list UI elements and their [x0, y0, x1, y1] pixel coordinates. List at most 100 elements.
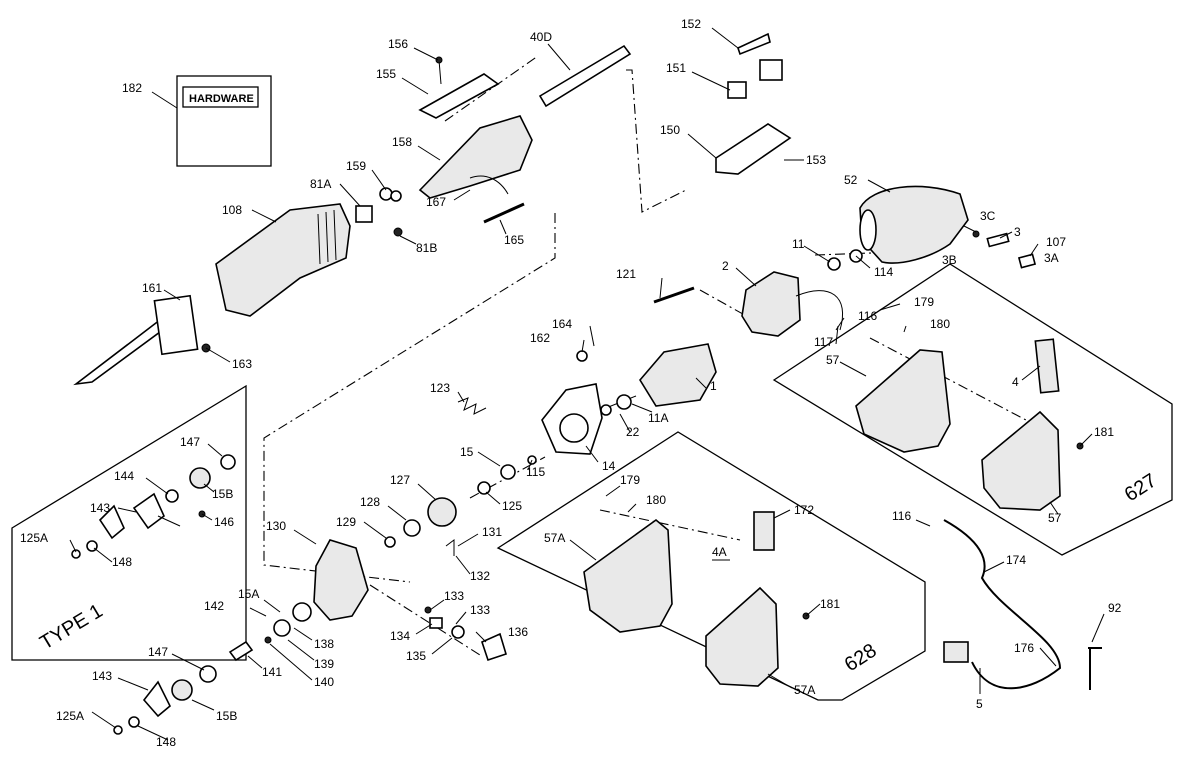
gear-case — [313, 539, 369, 621]
plunger-carrier — [418, 115, 533, 199]
switch-frame — [715, 123, 792, 175]
callout: 163 — [232, 357, 252, 371]
callout: 167 — [426, 195, 446, 209]
callout: 3A — [1044, 251, 1059, 265]
callout: 116 — [892, 509, 911, 523]
blade-clamp — [153, 294, 199, 356]
callout: 3 — [1014, 225, 1021, 239]
handle-half-57A-right — [705, 586, 779, 687]
callout: 57A — [794, 683, 815, 697]
callout: 176 — [1014, 641, 1034, 655]
callout: 4 — [1012, 375, 1019, 389]
callout: 139 — [314, 657, 334, 671]
callout: 2 — [722, 259, 729, 273]
callout: 116 — [858, 309, 877, 323]
callout: 22 — [626, 425, 640, 439]
hardware-box: HARDWARE — [176, 75, 272, 167]
callout: 108 — [222, 203, 242, 217]
callout: 133 — [470, 603, 490, 617]
plug — [943, 641, 969, 663]
callout: 11 — [792, 237, 805, 251]
callout: 5 — [976, 697, 983, 711]
armature — [639, 343, 717, 407]
callout: 57A — [544, 531, 565, 545]
callout: 136 — [508, 625, 528, 639]
callout: 181 — [1094, 425, 1114, 439]
cover-plate — [418, 73, 500, 119]
callout: 180 — [930, 317, 950, 331]
callout: 165 — [504, 233, 524, 247]
callout: 181 — [820, 597, 840, 611]
callout: 156 — [388, 37, 408, 51]
callout: 143 — [92, 669, 112, 683]
callout: 57 — [1048, 511, 1062, 525]
callout: 123 — [430, 381, 450, 395]
handle-half-57 — [855, 349, 951, 453]
callout: 15B — [216, 709, 237, 723]
type1-box: TYPE 1 — [11, 384, 247, 661]
callout: 57 — [826, 353, 840, 367]
callout: 121 — [616, 267, 636, 281]
field-coil — [741, 271, 801, 337]
callout: 152 — [681, 17, 701, 31]
callout: 135 — [406, 649, 426, 663]
callout: 133 — [444, 589, 464, 603]
callout: 153 — [806, 153, 826, 167]
kit-627-label: 627 — [1121, 470, 1161, 507]
callout: 117 — [814, 335, 833, 349]
callout: 128 — [360, 495, 380, 509]
callout: 180 — [646, 493, 666, 507]
callout: 144 — [114, 469, 134, 483]
handle-half-57A — [583, 518, 673, 633]
callout: 134 — [390, 629, 410, 643]
callout: 174 — [1006, 553, 1026, 567]
power-cord — [943, 519, 1062, 690]
callout: 130 — [266, 519, 286, 533]
callout: 147 — [148, 645, 168, 659]
callout: 1 — [710, 379, 717, 393]
callout: 172 — [794, 503, 814, 517]
callout: 52 — [844, 173, 858, 187]
callout: 125A — [20, 531, 48, 545]
callout: 179 — [620, 473, 640, 487]
callout: 131 — [482, 525, 502, 539]
callout: 127 — [390, 473, 410, 487]
callout: 148 — [156, 735, 176, 749]
large-gear — [427, 497, 457, 527]
motor-housing — [859, 185, 969, 264]
callout: 161 — [142, 281, 162, 295]
callout: 81B — [416, 241, 437, 255]
callout: 140 — [314, 675, 334, 689]
callout: 132 — [470, 569, 490, 583]
handle-half-57-right — [981, 410, 1061, 511]
callout: 141 — [262, 665, 282, 679]
callout: 3C — [980, 209, 996, 223]
kit-628-label: 628 — [841, 640, 881, 677]
callout: 81A — [310, 177, 331, 191]
callout: 138 — [314, 637, 334, 651]
callout-numbers: 182 156 155 40D 152 151 150 153 158 159 … — [20, 17, 1122, 749]
callout: 129 — [336, 515, 356, 529]
callout: 182 — [122, 81, 142, 95]
type1-label: TYPE 1 — [36, 600, 106, 654]
callout: 159 — [346, 159, 366, 173]
callout: 155 — [376, 67, 396, 81]
callout: 107 — [1046, 235, 1066, 249]
callout: 92 — [1108, 601, 1122, 615]
callout: 15 — [460, 445, 474, 459]
leader-lines — [69, 27, 1105, 741]
callout: 150 — [660, 123, 680, 137]
callout: 151 — [666, 61, 686, 75]
plunger-shaft — [538, 44, 632, 108]
callout: 158 — [392, 135, 412, 149]
callout: 143 — [90, 501, 110, 515]
callout: 164 — [552, 317, 572, 331]
callout: 147 — [180, 435, 200, 449]
callout: 146 — [214, 515, 234, 529]
callout: 4A — [712, 545, 727, 559]
callout: 114 — [874, 265, 893, 279]
callout: 3B — [942, 253, 957, 267]
kit-627-box: 627 — [772, 263, 1173, 556]
callout: 11A — [648, 411, 668, 425]
